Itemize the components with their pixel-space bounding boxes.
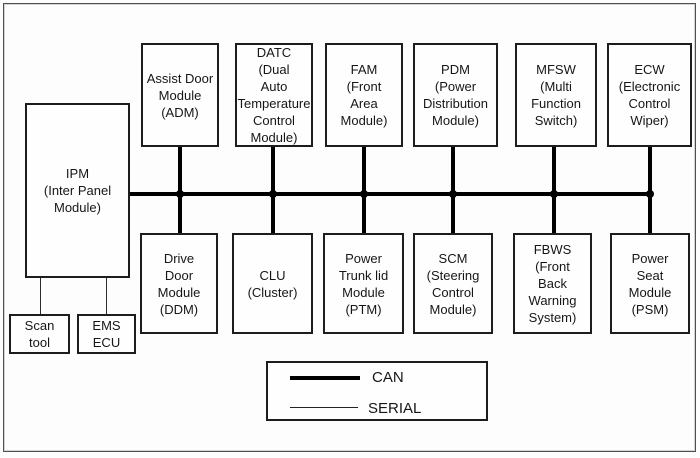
module-box-ecw: ECW (Electronic Control Wiper) (607, 43, 692, 147)
module-box-ddm: Drive Door Module (DDM) (140, 233, 218, 334)
module-box-ptm: Power Trunk lid Module (PTM) (323, 233, 404, 334)
serial-link-line-ems-ecu (106, 276, 107, 316)
module-box-datc: DATC (Dual Auto Temperature Control Modu… (235, 43, 313, 147)
device-box-scan-tool: Scan tool (9, 314, 70, 354)
module-box-ipm: IPM (Inter Panel Module) (25, 103, 130, 278)
serial-link-line-scan-tool (40, 276, 41, 316)
module-box-fam: FAM (Front Area Module) (325, 43, 403, 147)
module-box-pdm: PDM (Power Distribution Module) (413, 43, 498, 147)
outer-frame-border (3, 3, 696, 452)
junction-dot (269, 190, 277, 198)
module-box-scm: SCM (Steering Control Module) (413, 233, 493, 334)
junction-dot (176, 190, 184, 198)
junction-dot (449, 190, 457, 198)
junction-dot (550, 190, 558, 198)
module-box-clu: CLU (Cluster) (232, 233, 313, 334)
legend-serial-line-sample (290, 407, 358, 408)
legend-can-label: CAN (372, 369, 404, 386)
legend-can-line-sample (290, 376, 360, 380)
module-box-fbws: FBWS (Front Back Warning System) (513, 233, 592, 334)
junction-dot (646, 190, 654, 198)
junction-dot (360, 190, 368, 198)
legend-serial-label: SERIAL (368, 400, 422, 417)
module-box-psm: Power Seat Module (PSM) (610, 233, 690, 334)
module-box-mfsw: MFSW (Multi Function Switch) (515, 43, 597, 147)
device-box-ems-ecu: EMS ECU (77, 314, 136, 354)
can-bus-trunk-line (130, 192, 652, 196)
legend: CAN SERIAL (266, 361, 488, 421)
module-box-adm: Assist Door Module (ADM) (141, 43, 219, 147)
